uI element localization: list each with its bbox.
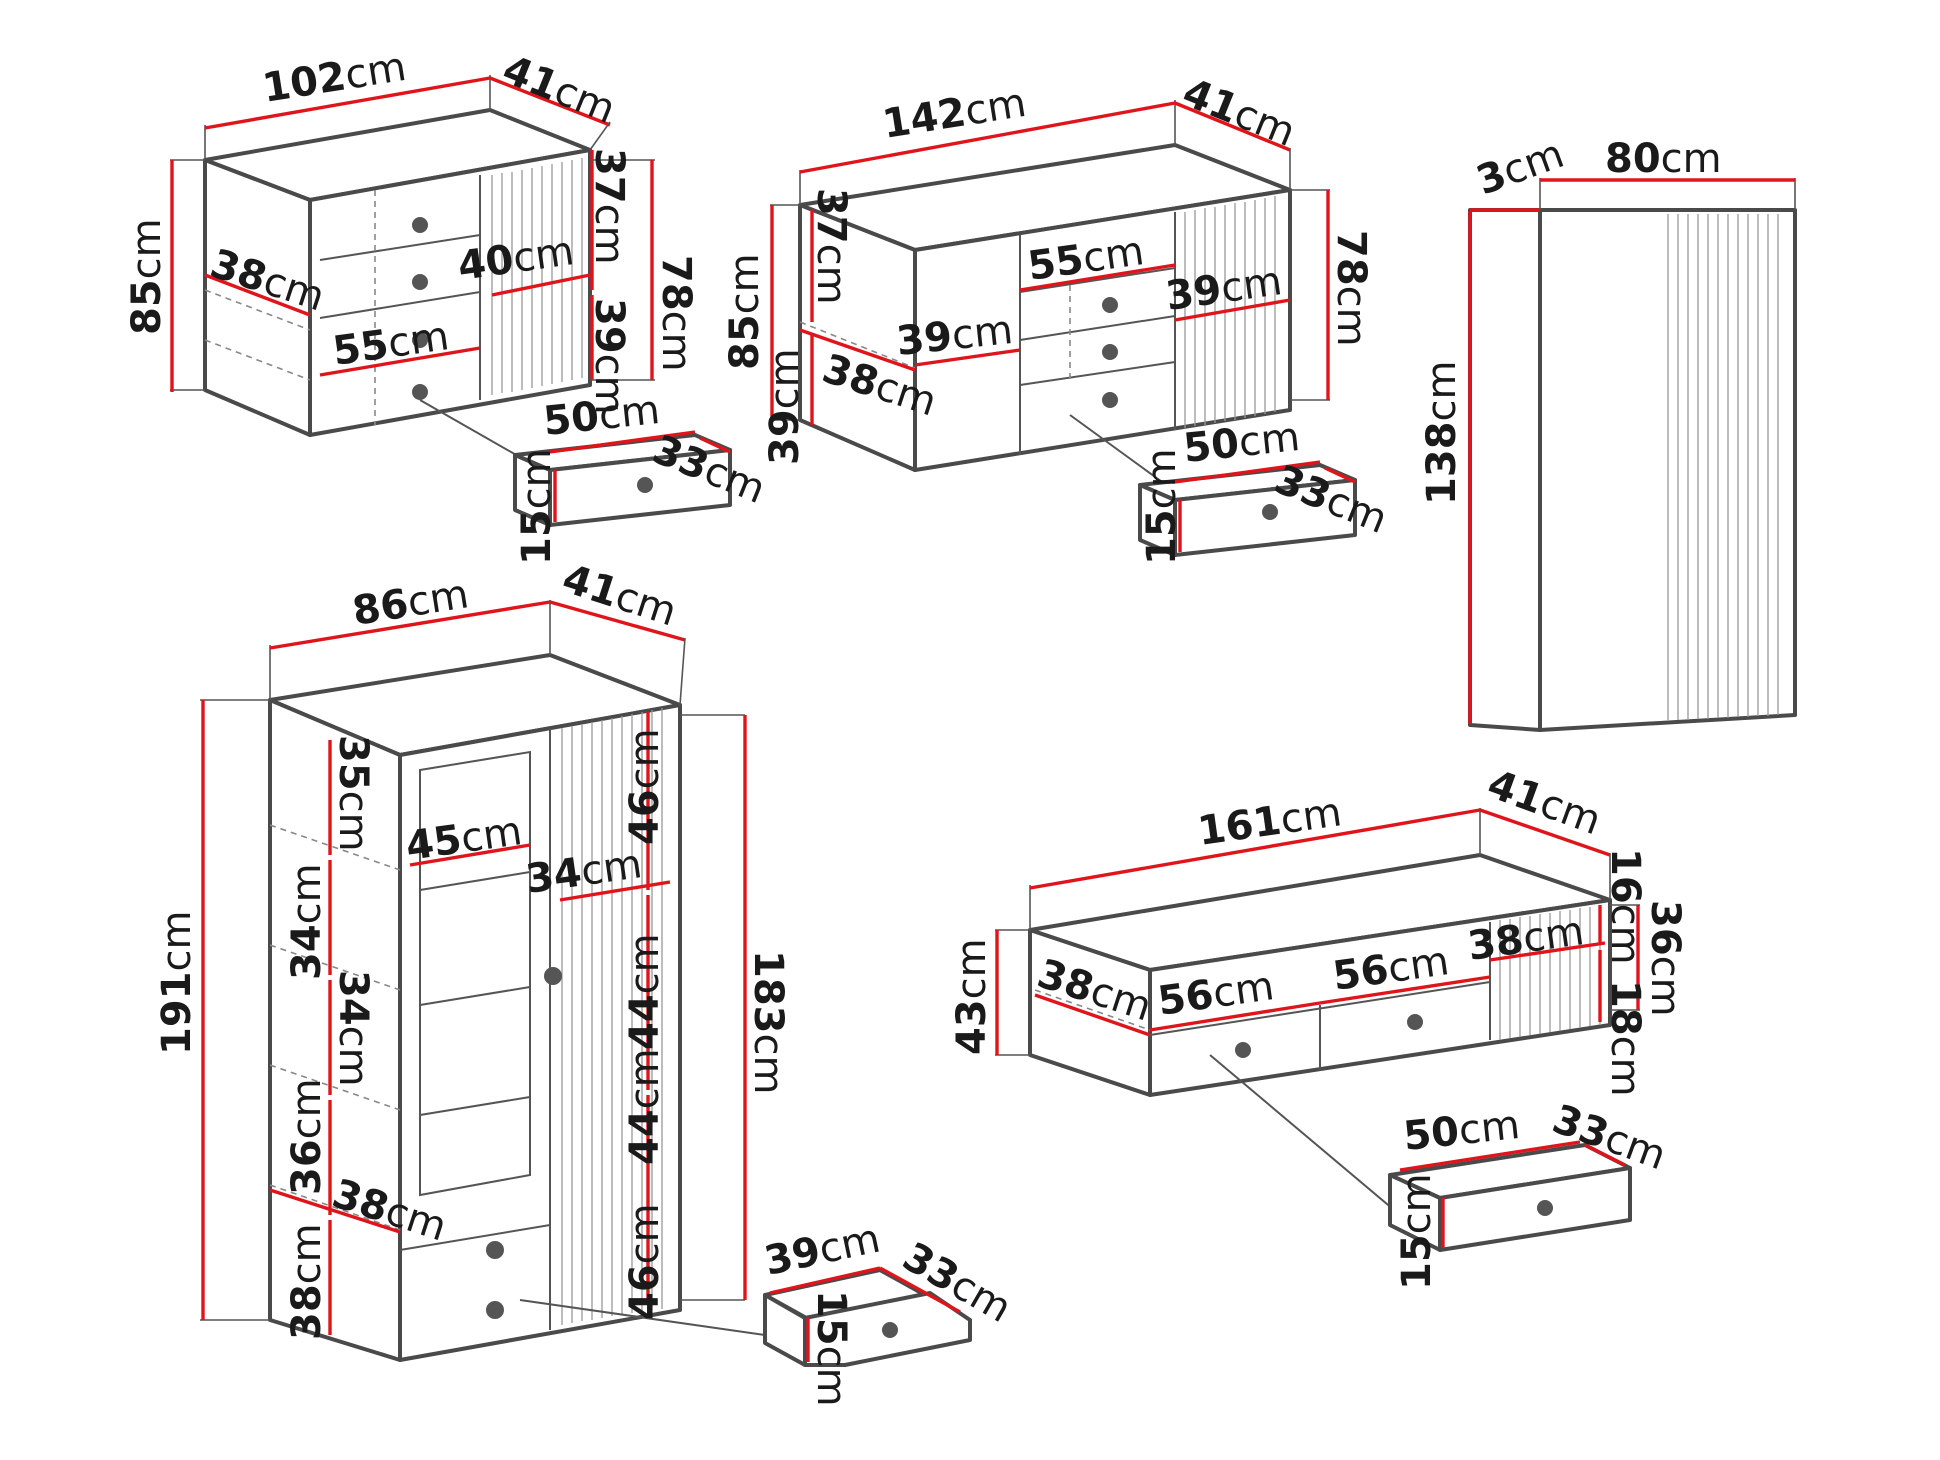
mirror-depth-label: 3cm: [1471, 131, 1570, 205]
tv-stand-drawer-height-label: 15cm: [1394, 1173, 1440, 1290]
knob-icon: [1235, 1042, 1251, 1058]
tv-stand-inner-height-label: 36cm: [1642, 900, 1688, 1017]
cabinet-right-section-1-label: 46cm: [622, 728, 668, 845]
knob-icon: [412, 332, 428, 348]
sideboard-width-label: 142cm: [879, 80, 1029, 148]
tv-stand-drawer-right-width-label: 56cm: [1330, 938, 1452, 1000]
sideboard-door-width-label: 39cm: [1163, 258, 1285, 320]
knob-icon: [1102, 344, 1118, 360]
cabinet-inner-height-label: 183cm: [745, 950, 791, 1094]
cabinet-front: [398, 703, 682, 1362]
tv-stand-drawer-left-width-label: 56cm: [1155, 963, 1277, 1025]
sideboard-drawer: [1138, 460, 1357, 557]
cabinet-depth-label: 41cm: [557, 556, 682, 636]
cabinet-section-4-label: 36cm: [284, 1078, 330, 1195]
dresser-drawer-width-label-2: 50cm: [541, 387, 662, 445]
cabinet-drawer-width-label: 39cm: [761, 1216, 885, 1285]
knob-icon: [1102, 392, 1118, 408]
tv-stand-front: [1148, 898, 1612, 1097]
dresser-top-section-label: 37cm: [586, 148, 632, 265]
sideboard-height-label: 85cm: [722, 253, 768, 370]
knob-icon: [637, 477, 653, 493]
knob-icon: [412, 217, 428, 233]
cabinet-drawer: [763, 1266, 972, 1367]
sideboard-top-section-label: 37cm: [808, 188, 854, 305]
tv-stand-drawer: [1388, 1140, 1632, 1252]
tv-stand-door-width-label: 38cm: [1465, 908, 1587, 970]
tv-stand-ribbed-door: [1499, 905, 1601, 1040]
dresser-drawer-width-label: 55cm: [330, 313, 452, 375]
mirror-height-label: 138cm: [1419, 361, 1465, 505]
cabinet-glass-width-label: 45cm: [403, 808, 525, 870]
sideboard-drawer-height-label: 15cm: [1139, 448, 1185, 565]
dresser: 102cm 41cm 85cm 38cm 55cm 40cm 37cm 39cm…: [124, 44, 772, 565]
cabinet-section-2-label: 34cm: [284, 863, 330, 980]
knob-icon: [412, 384, 428, 400]
tv-stand-width-label: 161cm: [1195, 789, 1344, 855]
knob-icon: [1537, 1200, 1553, 1216]
dresser-ribbed-door: [491, 158, 583, 395]
cabinet-right-section-3-label: 44cm: [622, 1048, 668, 1165]
dresser-door-width-label: 40cm: [455, 228, 577, 290]
tv-stand: 161cm 41cm 43cm 38cm 56cm 56cm 38cm 16cm…: [949, 761, 1688, 1290]
cabinet-width-label: 86cm: [349, 571, 471, 635]
cabinet-glass-door: [419, 750, 531, 1197]
sideboard-compartment-width-label: 39cm: [894, 307, 1015, 365]
knob-icon: [486, 1301, 504, 1319]
cabinet-section-1-label: 35cm: [330, 735, 376, 852]
knob-icon: [486, 1241, 504, 1259]
tv-stand-height-label: 43cm: [949, 938, 995, 1055]
sideboard-front: [913, 188, 1292, 472]
dresser-height-label: 85cm: [124, 218, 170, 335]
dresser-inner-height-label: 78cm: [653, 255, 699, 372]
knob-icon: [544, 967, 562, 985]
mirror-ribbed-panel: [1667, 214, 1779, 720]
display-cabinet: 86cm 41cm 191cm 35cm 34cm 34cm 36cm 38cm…: [154, 556, 1019, 1407]
tv-stand-bottom-gap-label: 18cm: [1602, 980, 1648, 1097]
dresser-mid-section-label: 39cm: [586, 298, 632, 415]
tv-stand-drawer-depth-label: 33cm: [1547, 1096, 1672, 1179]
mirror-width-label: 80cm: [1605, 136, 1722, 182]
dresser-width-label: 102cm: [259, 44, 409, 112]
tv-stand-top-gap-label: 16cm: [1602, 848, 1648, 965]
sideboard-bottom-section-label: 39cm: [762, 348, 808, 465]
dresser-drawer-height-label: 15cm: [514, 448, 560, 565]
cabinet-right-section-2-label: 44cm: [622, 933, 668, 1050]
sideboard-drawer-width-label: 55cm: [1025, 228, 1147, 290]
cabinet-section-5-label: 38cm: [284, 1223, 330, 1340]
sideboard: 142cm 41cm 85cm 37cm 39cm 38cm 39cm 55cm…: [722, 70, 1394, 565]
mirror: 3cm 80cm 138cm: [1419, 131, 1797, 732]
cabinet-section-3-label: 34cm: [330, 970, 376, 1087]
sideboard-drawer-width-label-2: 50cm: [1181, 414, 1302, 472]
cabinet-height-label: 191cm: [154, 911, 200, 1055]
knob-icon: [1102, 297, 1118, 313]
knob-icon: [882, 1322, 898, 1338]
cabinet-ribbed-door: [561, 708, 663, 1325]
cabinet-drawer-height-label: 15cm: [808, 1290, 854, 1407]
knob-icon: [1407, 1014, 1423, 1030]
cabinet-door-width-label: 34cm: [523, 841, 645, 903]
sideboard-inner-height-label: 78cm: [1328, 230, 1374, 347]
mirror-side: [1468, 208, 1542, 732]
dresser-drawer: [513, 430, 732, 527]
tv-stand-drawer-width-label: 50cm: [1401, 1102, 1522, 1160]
knob-icon: [412, 274, 428, 290]
knob-icon: [1262, 504, 1278, 520]
cabinet-right-section-4-label: 46cm: [622, 1203, 668, 1320]
sideboard-depth-label: 41cm: [1176, 70, 1301, 156]
dresser-front: [308, 148, 592, 437]
